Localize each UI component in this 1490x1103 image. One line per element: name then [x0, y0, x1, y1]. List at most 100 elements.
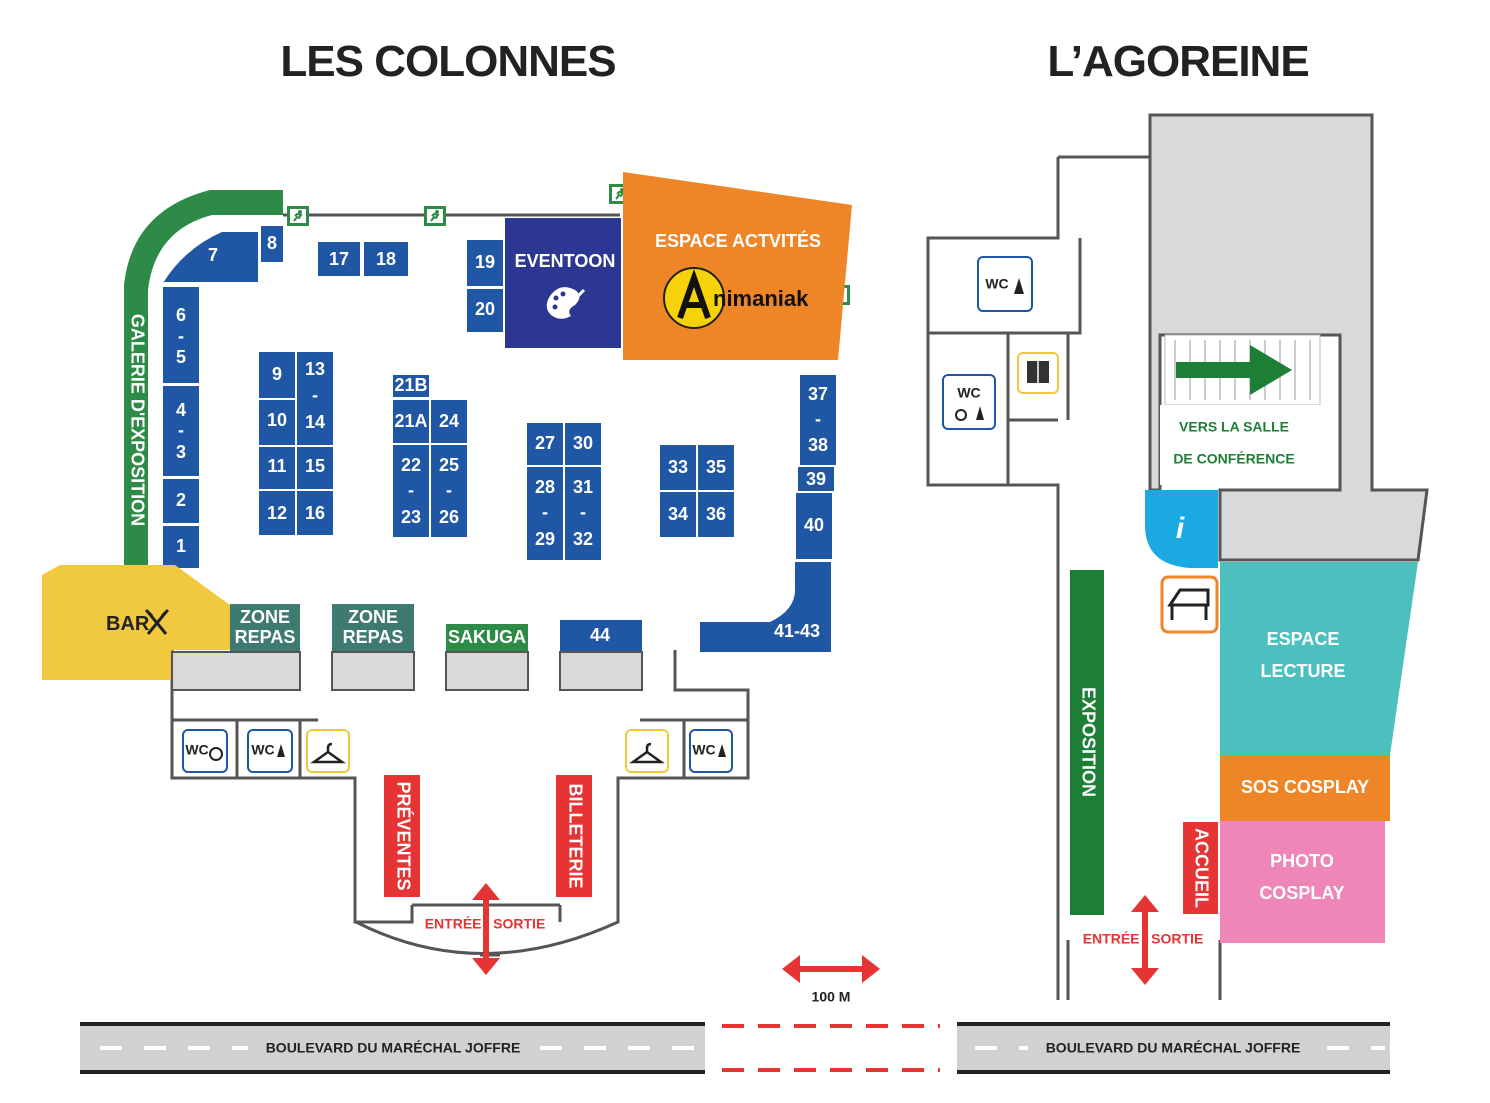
exposition-area[interactable]	[1070, 570, 1104, 915]
zone-repas-2[interactable]	[332, 604, 414, 652]
cutlery-icon	[144, 608, 170, 635]
info-desk[interactable]	[1145, 490, 1218, 568]
stand-8[interactable]	[261, 226, 283, 262]
gallery-label: GALERIE D'EXPOSITION	[127, 314, 147, 526]
stand-21a[interactable]	[393, 400, 429, 443]
stand-13-14[interactable]	[297, 352, 333, 445]
stand-20-label: 20	[475, 299, 495, 319]
stand-2[interactable]	[163, 479, 199, 523]
zone-repas-2-line2: REPAS	[343, 627, 404, 647]
stand-40-label: 40	[804, 515, 824, 535]
stand-27[interactable]	[527, 423, 563, 465]
stand-32-label: 32	[573, 529, 593, 549]
accueil-label: ACCUEIL	[1191, 828, 1211, 908]
stand-11[interactable]	[259, 447, 295, 489]
stand-20[interactable]	[467, 289, 503, 332]
photo-cosplay[interactable]	[1220, 821, 1385, 943]
stand-18[interactable]	[364, 242, 408, 276]
exhibition-gallery[interactable]	[124, 190, 283, 565]
stand-12[interactable]	[259, 491, 295, 535]
road-left-label: BOULEVARD DU MARÉCHAL JOFFRE	[266, 1040, 521, 1056]
animaniak-logo: nimaniak	[663, 267, 809, 329]
cloakroom-left[interactable]	[306, 729, 350, 773]
stand-6-5[interactable]	[163, 287, 199, 383]
bar-area[interactable]	[42, 565, 230, 680]
stand-28-29[interactable]	[527, 467, 563, 560]
stand-22-23[interactable]	[393, 445, 429, 537]
colonnes-title: LES COLONNES	[280, 37, 615, 86]
zone-repas-1-line1: ZONE	[240, 607, 290, 627]
stand-44[interactable]	[560, 620, 642, 652]
stand-11-label: 11	[267, 456, 286, 476]
wc-label: WC	[985, 276, 1008, 292]
sos-cosplay[interactable]	[1220, 755, 1390, 821]
stand-18-label: 18	[376, 249, 396, 269]
stand-35[interactable]	[698, 445, 734, 490]
stand-37-38[interactable]	[800, 375, 836, 465]
stand-24[interactable]	[431, 400, 467, 443]
stand-15[interactable]	[297, 447, 333, 489]
stand-31-label: 31	[573, 477, 593, 497]
stand-36[interactable]	[698, 492, 734, 537]
elevator[interactable]	[1017, 352, 1059, 394]
zone-repas-2-line1: ZONE	[348, 607, 398, 627]
espace-lecture[interactable]	[1220, 562, 1418, 755]
wc-label: WC	[692, 742, 715, 758]
stand-36-label: 36	[706, 504, 726, 524]
stand-7[interactable]	[163, 232, 258, 283]
wc-women[interactable]: WC	[247, 729, 293, 773]
dash: -	[408, 480, 414, 500]
stands-left-l	[163, 226, 283, 568]
preventes-label: PRÉVENTES	[393, 781, 414, 890]
eventoon-area[interactable]	[505, 218, 621, 348]
arrow-icon	[1176, 345, 1292, 395]
piano[interactable]	[1160, 575, 1219, 634]
cloakroom-right[interactable]	[625, 729, 669, 773]
wc-women-right[interactable]: WC	[689, 729, 733, 773]
stand-10[interactable]	[259, 400, 295, 445]
stand-9[interactable]	[259, 352, 295, 398]
accueil-desk[interactable]	[1183, 822, 1218, 914]
stand-21a-label: 21A	[394, 411, 427, 431]
zone-repas-1[interactable]	[230, 604, 300, 652]
stand-16[interactable]	[297, 491, 333, 535]
stand-30[interactable]	[565, 423, 601, 465]
stand-41-43[interactable]	[700, 562, 831, 652]
stand-25-label: 25	[439, 455, 459, 475]
wc-accessible-agoreine[interactable]: WC	[942, 374, 996, 430]
wc-women-agoreine[interactable]: WC	[977, 256, 1033, 312]
espace-activites[interactable]	[623, 172, 852, 360]
stand-17-label: 17	[329, 249, 349, 269]
stand-31-32[interactable]	[565, 467, 601, 560]
stand-1[interactable]	[163, 526, 199, 568]
stand-25-26[interactable]	[431, 445, 467, 537]
stand-21b[interactable]	[393, 375, 429, 397]
palette-icon	[546, 287, 586, 319]
stand-7-label: 7	[208, 245, 218, 265]
piano-icon	[1167, 588, 1210, 620]
stand-17[interactable]	[318, 242, 360, 276]
stand-9-label: 9	[272, 364, 282, 384]
scale-label: 100 M	[812, 989, 851, 1005]
stand-19[interactable]	[467, 240, 503, 286]
dash: -	[178, 420, 184, 440]
stand-33[interactable]	[660, 445, 696, 490]
stand-1-label: 1	[176, 536, 186, 556]
stand-19-label: 19	[475, 252, 495, 272]
arrow-icon	[1131, 895, 1159, 985]
stand-39[interactable]	[798, 467, 834, 491]
sakuga-stand[interactable]	[446, 624, 528, 652]
dash: -	[312, 385, 318, 405]
stand-4-3[interactable]	[163, 386, 199, 476]
stand-40[interactable]	[796, 493, 832, 559]
wc-label: WC	[957, 385, 980, 401]
stand-34[interactable]	[660, 492, 696, 537]
wc-label: WC	[251, 742, 274, 758]
espace-lecture-line1: ESPACE	[1267, 629, 1340, 649]
dash: -	[446, 480, 452, 500]
billeterie-desk[interactable]	[556, 775, 592, 897]
wc-accessible[interactable]: WC	[182, 729, 228, 773]
preventes-desk[interactable]	[384, 775, 420, 897]
billeterie-label: BILLETERIE	[565, 783, 585, 888]
info-icon: i	[1176, 512, 1185, 545]
